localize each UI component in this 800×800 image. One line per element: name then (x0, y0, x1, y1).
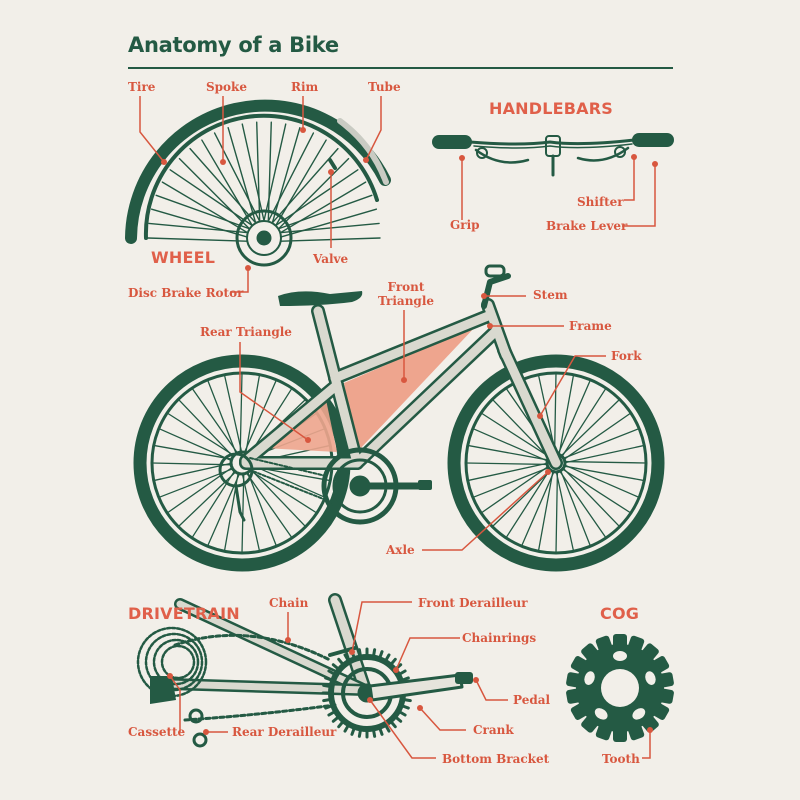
right-grip-shape (632, 133, 674, 147)
cog-illustration (566, 634, 674, 742)
label-front-triangle-line1: Front (387, 280, 425, 294)
rim-shape (143, 113, 379, 240)
label-stem: Stem (533, 288, 568, 302)
label-pedal: Pedal (513, 693, 551, 707)
callout-dots (161, 127, 658, 735)
label-brake-lever: Brake Lever (546, 219, 628, 233)
wheel-detail-illustration (125, 99, 391, 267)
label-crank: Crank (473, 723, 514, 737)
tube-shape (337, 118, 389, 185)
label-frame: Frame (569, 319, 612, 333)
label-tooth: Tooth (602, 752, 640, 766)
bike-illustration (133, 264, 665, 572)
label-disc-brake-rotor: Disc Brake Rotor (128, 286, 244, 300)
label-rear-derailleur: Rear Derailleur (232, 725, 337, 739)
label-bottom-bracket: Bottom Bracket (442, 752, 550, 766)
front-triangle-fill (344, 326, 476, 452)
label-valve: Valve (313, 252, 349, 266)
callout-lines (139, 96, 656, 759)
chain-shape (173, 633, 332, 662)
valve-shape (328, 158, 337, 170)
label-spoke: Spoke (206, 80, 248, 94)
page-title: Anatomy of a Bike (128, 33, 339, 57)
wheel-spokes (147, 121, 381, 242)
label-rim: Rim (291, 80, 319, 94)
label-front-triangle-line2: Triangle (377, 294, 435, 308)
section-wheel: WHEEL (151, 248, 216, 267)
label-tire: Tire (128, 80, 156, 94)
label-fork: Fork (611, 349, 642, 363)
label-cassette: Cassette (128, 725, 186, 739)
section-handlebars: HANDLEBARS (489, 99, 613, 118)
disc-rotor-shape (235, 209, 293, 267)
label-rear-triangle: Rear Triangle (200, 325, 292, 339)
label-shifter: Shifter (577, 195, 624, 209)
label-grip: Grip (450, 218, 480, 232)
handlebar-illustration (432, 133, 674, 177)
title-divider (128, 67, 673, 69)
left-grip-shape (432, 135, 472, 149)
section-drivetrain: DRIVETRAIN (128, 604, 240, 623)
label-axle: Axle (386, 543, 415, 557)
crank-arm (368, 673, 464, 702)
tire-shape (125, 99, 391, 244)
label-front-derailleur: Front Derailleur (418, 596, 528, 610)
label-chain: Chain (269, 596, 309, 610)
section-cog: COG (600, 604, 640, 623)
front-tire (447, 354, 665, 572)
pedal-shape (455, 672, 473, 684)
saddle-shape (278, 291, 363, 306)
rear-derailleur-shape (150, 676, 176, 704)
label-front-triangle: Front Triangle (374, 280, 438, 308)
label-tube: Tube (368, 80, 401, 94)
drivetrain-detail-illustration (136, 593, 473, 748)
label-chainrings: Chainrings (462, 631, 537, 645)
